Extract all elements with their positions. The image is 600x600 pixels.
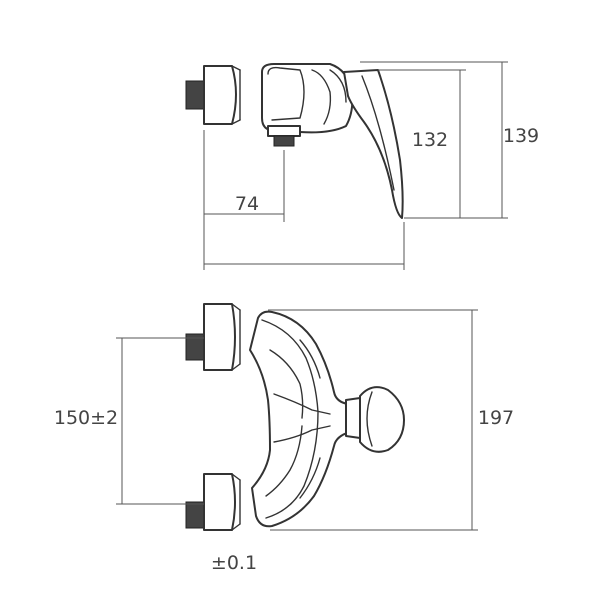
side-eccentric-nut [203,65,237,125]
side-view: 74 132 139 [185,61,539,270]
top-handle-stem [345,397,361,439]
tolerance-label: ±0.1 [211,552,257,574]
side-outlet-thread [273,135,295,147]
dim-139-label: 139 [503,125,539,147]
dim-150-label: 150±2 [54,407,118,429]
top-upper-eccentric-nut [203,303,236,371]
top-mixer-body [249,310,351,528]
side-valve-body [261,63,354,134]
dim-74-label: 74 [235,193,259,215]
dim-197-label: 197 [478,407,514,429]
top-lower-inlet-thread [185,501,205,529]
side-inlet-thread [185,80,205,110]
top-lower-eccentric-nut [203,473,236,531]
side-outlet-connector [267,125,301,137]
top-view: 150±2 197 ±0.1 [54,303,514,574]
dim-132-label: 132 [412,129,448,151]
side-lever-handle [343,69,404,219]
top-lever-handle [359,386,405,453]
